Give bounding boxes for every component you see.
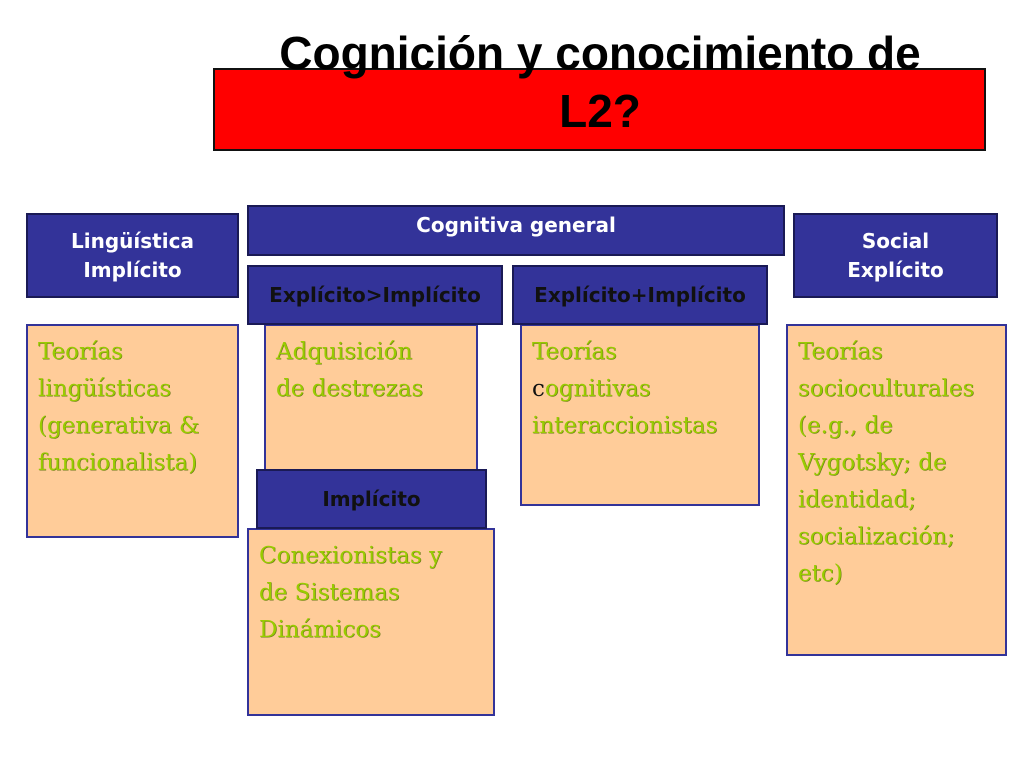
box-adquisicion-line-1: Adquisición	[276, 339, 413, 365]
box-socioculturales: Teorías socioculturales (e.g., de Vygots…	[786, 324, 1007, 656]
box-socioculturales-line-2: socioculturales	[798, 376, 975, 402]
title-line-1: Cognición y conocimiento de	[279, 27, 921, 79]
header-social-line-2: Explícito	[847, 257, 944, 282]
box-teorias-cognitivas-line-3: interaccionistas	[532, 413, 718, 439]
box-adquisicion-line-2: de destrezas	[276, 376, 424, 402]
header-explicito-mas-implicito-label: Explícito+Implícito	[534, 282, 746, 307]
box-teorias-linguisticas: Teorías lingüísticas (generativa & funci…	[26, 324, 239, 538]
box-conexionistas: Conexionistas y de Sistemas Dinámicos	[247, 528, 495, 716]
header-linguistica-line-2: Implícito	[83, 257, 182, 282]
box-socioculturales-line-1: Teorías	[798, 339, 883, 365]
box-conexionistas-line-1: Conexionistas y	[259, 543, 443, 569]
box-teorias-cognitivas-line-2-lead: c	[532, 376, 545, 402]
header-explicito-mas-implicito: Explícito+Implícito	[512, 265, 768, 325]
box-teorias-linguisticas-line-4: funcionalista)	[38, 450, 198, 476]
title-bar	[213, 68, 986, 151]
box-conexionistas-line-2: de Sistemas	[259, 580, 400, 606]
box-socioculturales-line-3: (e.g., de	[798, 413, 893, 439]
header-linguistica: Lingüística Implícito	[26, 213, 239, 298]
header-social: Social Explícito	[793, 213, 998, 298]
box-socioculturales-line-6: socialización;	[798, 524, 955, 550]
box-teorias-linguisticas-line-2: lingüísticas	[38, 376, 172, 402]
header-linguistica-line-1: Lingüística	[71, 228, 194, 253]
header-implicito: Implícito	[256, 469, 487, 529]
box-socioculturales-line-7: etc)	[798, 561, 843, 587]
title-line-2: L2?	[559, 85, 641, 137]
box-teorias-cognitivas-line-1: Teorías	[532, 339, 617, 365]
header-explicito-implicito: Explícito>Implícito	[247, 265, 503, 325]
box-teorias-cognitivas-line-2: cognitivas	[532, 371, 752, 408]
box-teorias-cognitivas-line-2-rest: ognitivas	[544, 376, 651, 402]
box-teorias-cognitivas: Teorías cognitivas interaccionistas	[520, 324, 760, 506]
header-cognitiva-general-label: Cognitiva general	[416, 213, 616, 237]
box-socioculturales-line-5: identidad;	[798, 487, 917, 513]
box-conexionistas-line-3: Dinámicos	[259, 617, 382, 643]
header-implicito-label: Implícito	[322, 486, 421, 511]
box-teorias-linguisticas-line-3: (generativa &	[38, 413, 200, 439]
box-teorias-linguisticas-line-1: Teorías	[38, 339, 123, 365]
header-explicito-implicito-label: Explícito>Implícito	[269, 282, 481, 307]
header-cognitiva-general: Cognitiva general	[247, 205, 785, 256]
box-socioculturales-line-4: Vygotsky; de	[798, 450, 947, 476]
header-social-line-1: Social	[861, 228, 930, 253]
slide-title: Cognición y conocimiento de L2?	[200, 24, 1000, 140]
box-adquisicion: Adquisición de destrezas	[264, 324, 478, 474]
